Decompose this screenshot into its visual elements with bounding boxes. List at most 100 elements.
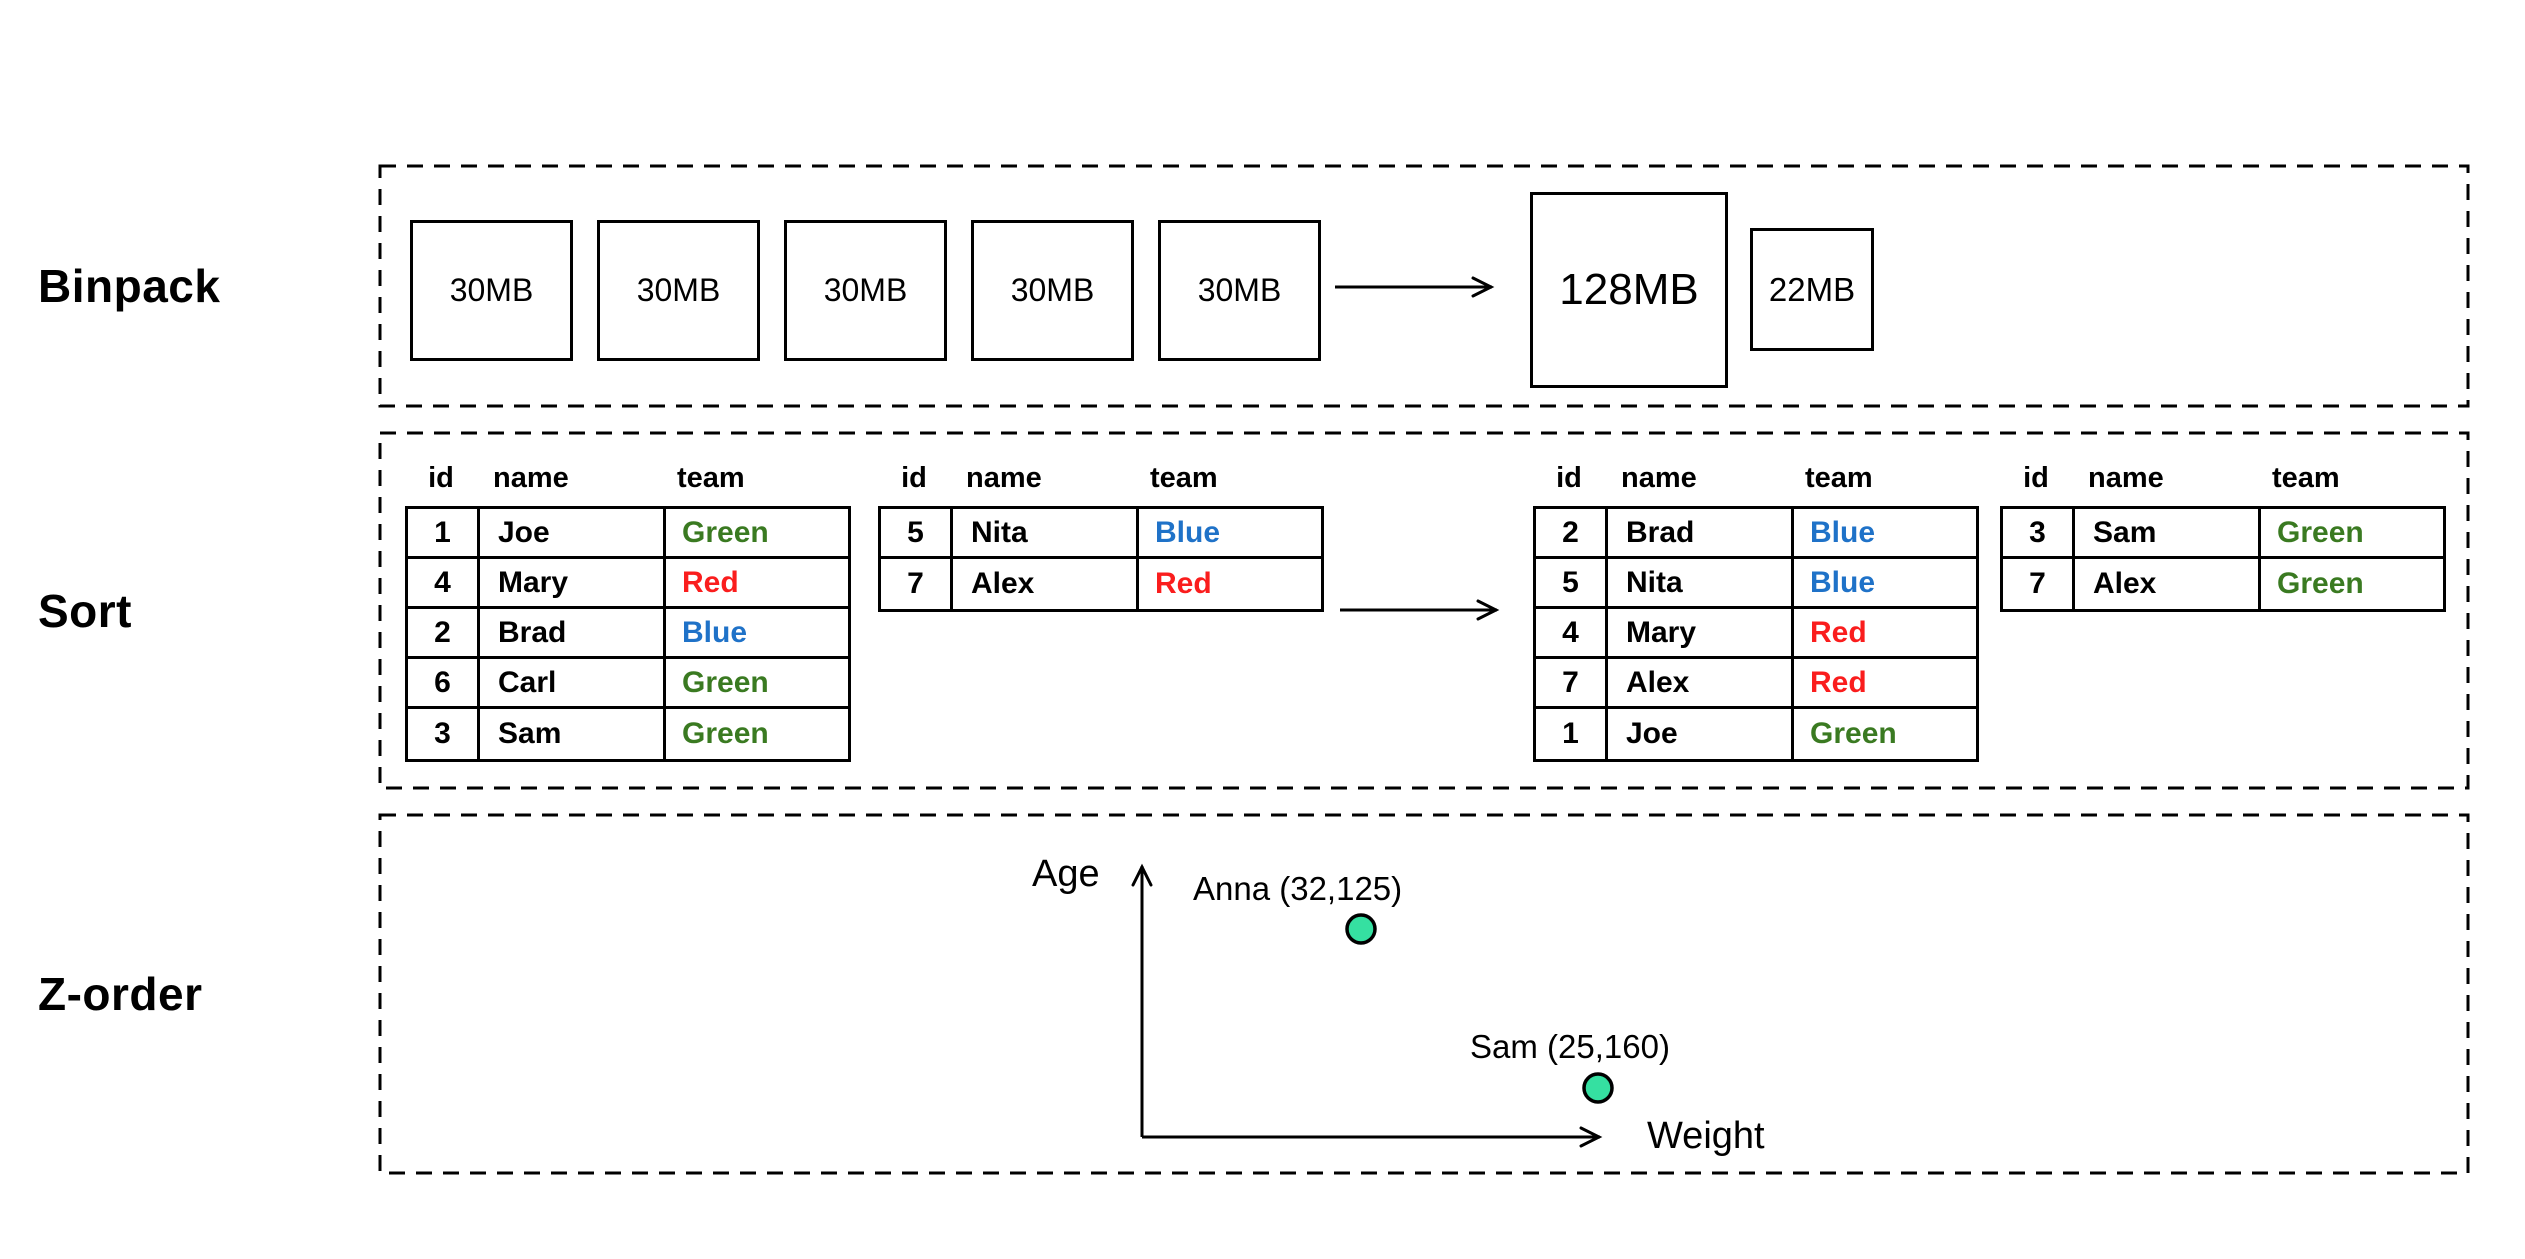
cell-name: Alex: [1608, 659, 1794, 709]
column-header-id: id: [1556, 462, 1582, 494]
table-row: 3 Sam Green: [408, 709, 848, 759]
file-box-1: 30MB: [410, 220, 573, 361]
table-grid: 5 Nita Blue 7 Alex Red: [878, 506, 1324, 612]
sort-boundary: [378, 431, 2470, 790]
section-label-binpack: Binpack: [38, 260, 221, 312]
cell-team: Red: [1794, 659, 1976, 709]
table-row: 5 Nita Blue: [1536, 559, 1976, 609]
cell-name: Carl: [480, 659, 666, 709]
cell-team: Green: [2277, 567, 2364, 600]
table-row: 2 Brad Blue: [1536, 509, 1976, 559]
table-header: id name team: [405, 462, 851, 506]
table-header: id name team: [1533, 462, 1979, 506]
table-row: 7 Alex Red: [1536, 659, 1976, 709]
table-row: 6 Carl Green: [408, 659, 848, 709]
cell-team: Red: [666, 559, 848, 609]
cell-id: 4: [1536, 609, 1608, 659]
x-axis-label: Weight: [1647, 1115, 1765, 1157]
cell-name: Mary: [1608, 609, 1794, 659]
cell-team: Blue: [1139, 509, 1321, 559]
cell-name: Alex: [2075, 559, 2261, 609]
cell-name: Sam: [2075, 509, 2261, 559]
table-header: id name team: [878, 462, 1324, 506]
y-axis-label: Age: [1032, 853, 1100, 895]
cell-id: 3: [2003, 509, 2075, 559]
cell-team: Blue: [1794, 509, 1976, 559]
cell-id: 1: [408, 509, 480, 559]
leftover-file-box: 22MB: [1750, 228, 1874, 351]
cell-name: Nita: [1608, 559, 1794, 609]
sort-table-input-2: id name team 5 Nita Blue 7 Alex Red: [878, 462, 1324, 612]
cell-id: 7: [1536, 659, 1608, 709]
cell-team: Green: [2261, 509, 2443, 559]
table-row: 4 Mary Red: [1536, 609, 1976, 659]
cell-name: Brad: [480, 609, 666, 659]
column-header-name: name: [966, 462, 1042, 494]
column-header-name: name: [1621, 462, 1697, 494]
table-row: 7 Alex Green: [2003, 559, 2443, 609]
cell-team: Green: [682, 717, 769, 750]
cell-team: Red: [1155, 567, 1212, 600]
sort-table-output-1: id name team 2 Brad Blue 5 Nita Blue 4 M…: [1533, 462, 1979, 762]
sam-point: [1582, 1072, 1614, 1104]
column-header-id: id: [428, 462, 454, 494]
cell-team: Green: [666, 659, 848, 709]
file-box-5: 30MB: [1158, 220, 1321, 361]
cell-name: Brad: [1608, 509, 1794, 559]
sam-point-label: Sam (25,160): [1470, 1028, 1670, 1065]
cell-team: Red: [1794, 609, 1976, 659]
table-grid: 2 Brad Blue 5 Nita Blue 4 Mary Red 7 Ale…: [1533, 506, 1979, 762]
column-header-team: team: [1805, 462, 1873, 494]
cell-name: Joe: [480, 509, 666, 559]
table-row: 1 Joe Green: [408, 509, 848, 559]
cell-id: 5: [1536, 559, 1608, 609]
column-header-id: id: [901, 462, 927, 494]
zorder-boundary: [378, 813, 2470, 1175]
cell-id: 3: [408, 709, 480, 759]
file-box-4: 30MB: [971, 220, 1134, 361]
column-header-team: team: [677, 462, 745, 494]
cell-id: 1: [1536, 709, 1608, 759]
column-header-name: name: [493, 462, 569, 494]
column-header-team: team: [1150, 462, 1218, 494]
table-row: 2 Brad Blue: [408, 609, 848, 659]
cell-name: Alex: [953, 559, 1139, 609]
file-box-3: 30MB: [784, 220, 947, 361]
table-header: id name team: [2000, 462, 2446, 506]
cell-team: Green: [666, 509, 848, 559]
file-size-label: 30MB: [1197, 272, 1282, 308]
cell-team: Green: [1810, 717, 1897, 750]
sort-table-output-2: id name team 3 Sam Green 7 Alex Green: [2000, 462, 2446, 612]
section-label-sort: Sort: [38, 585, 132, 637]
cell-id: 6: [408, 659, 480, 709]
cell-name: Mary: [480, 559, 666, 609]
cell-team: Blue: [1794, 559, 1976, 609]
table-row: 3 Sam Green: [2003, 509, 2443, 559]
cell-id: 2: [408, 609, 480, 659]
anna-point: [1345, 913, 1377, 945]
sort-table-input-1: id name team 1 Joe Green 4 Mary Red 2 Br…: [405, 462, 851, 762]
merged-file-box: 128MB: [1530, 192, 1728, 388]
file-size-label: 30MB: [1010, 272, 1095, 308]
file-size-label: 30MB: [449, 272, 534, 308]
section-label-zorder: Z-order: [38, 968, 203, 1020]
table-grid: 3 Sam Green 7 Alex Green: [2000, 506, 2446, 612]
file-size-label: 30MB: [823, 272, 908, 308]
column-header-team: team: [2272, 462, 2340, 494]
table-row: 4 Mary Red: [408, 559, 848, 609]
leftover-file-size-label: 22MB: [1768, 270, 1856, 308]
cell-id: 2: [1536, 509, 1608, 559]
table-row: 7 Alex Red: [881, 559, 1321, 609]
cell-id: 7: [881, 559, 953, 609]
cell-name: Sam: [480, 709, 666, 759]
merged-file-size-label: 128MB: [1559, 265, 1699, 314]
cell-id: 7: [2003, 559, 2075, 609]
column-header-id: id: [2023, 462, 2049, 494]
file-size-label: 30MB: [636, 272, 721, 308]
table-row: 1 Joe Green: [1536, 709, 1976, 759]
table-row: 5 Nita Blue: [881, 509, 1321, 559]
cell-team: Blue: [666, 609, 848, 659]
table-grid: 1 Joe Green 4 Mary Red 2 Brad Blue 6 Car…: [405, 506, 851, 762]
